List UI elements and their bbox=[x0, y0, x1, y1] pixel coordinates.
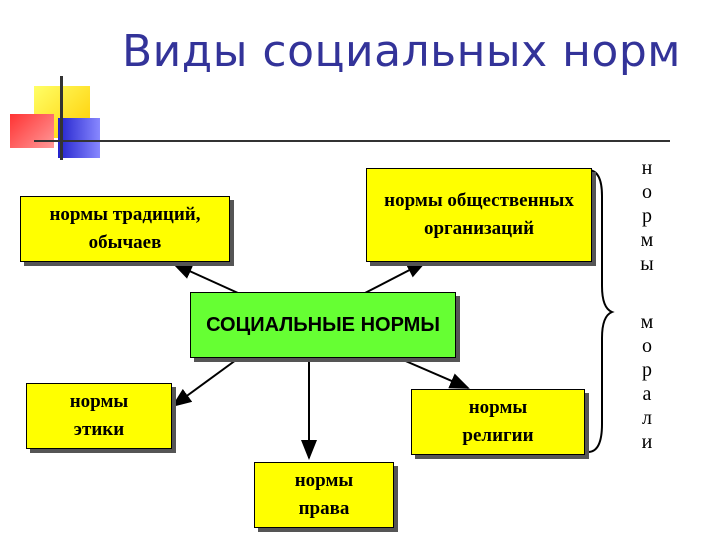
letter: о bbox=[642, 335, 652, 357]
arrow-to-organizations bbox=[364, 261, 427, 294]
box-ethics: нормы этики bbox=[26, 383, 172, 449]
curly-brace bbox=[587, 169, 615, 453]
box-law-label: нормы права bbox=[294, 470, 354, 519]
letter: м bbox=[640, 229, 654, 251]
box-traditions: нормы традиций, обычаев bbox=[20, 196, 230, 262]
arrow-to-religion bbox=[393, 355, 470, 389]
page-title: Виды социальных норм bbox=[122, 26, 681, 77]
box-organizations: нормы общественных организаций bbox=[366, 168, 592, 262]
box-organizations-label: нормы общественных организаций bbox=[384, 190, 574, 239]
box-religion-label: нормы религии bbox=[462, 397, 534, 446]
arrow-to-traditions bbox=[172, 263, 239, 294]
decor-vertical-line bbox=[60, 76, 63, 160]
decor-horizontal-line bbox=[34, 140, 670, 142]
letter: р bbox=[642, 205, 652, 227]
letter-spacer bbox=[632, 276, 662, 310]
decor-red-square bbox=[10, 114, 54, 148]
letter: р bbox=[642, 359, 652, 381]
letter: и bbox=[641, 431, 653, 453]
box-social-norms-center: СОЦИАЛЬНЫЕ НОРМЫ bbox=[190, 292, 456, 358]
arrow-to-ethics bbox=[171, 359, 237, 408]
letter: м bbox=[640, 311, 654, 333]
letter: о bbox=[642, 181, 652, 203]
box-law: нормы права bbox=[254, 462, 394, 528]
box-religion: нормы религии bbox=[411, 389, 585, 455]
letter: л bbox=[642, 407, 652, 429]
decor-blue-square bbox=[58, 118, 100, 158]
letter: ы bbox=[640, 253, 654, 275]
letter: н bbox=[641, 157, 653, 179]
letter: а bbox=[642, 383, 652, 405]
center-label: СОЦИАЛЬНЫЕ НОРМЫ bbox=[206, 314, 440, 336]
box-ethics-label: нормы этики bbox=[69, 391, 129, 440]
brace-label-vertical: н о р м ы м о р а л и bbox=[632, 156, 662, 454]
box-traditions-label: нормы традиций, обычаев bbox=[49, 204, 201, 253]
